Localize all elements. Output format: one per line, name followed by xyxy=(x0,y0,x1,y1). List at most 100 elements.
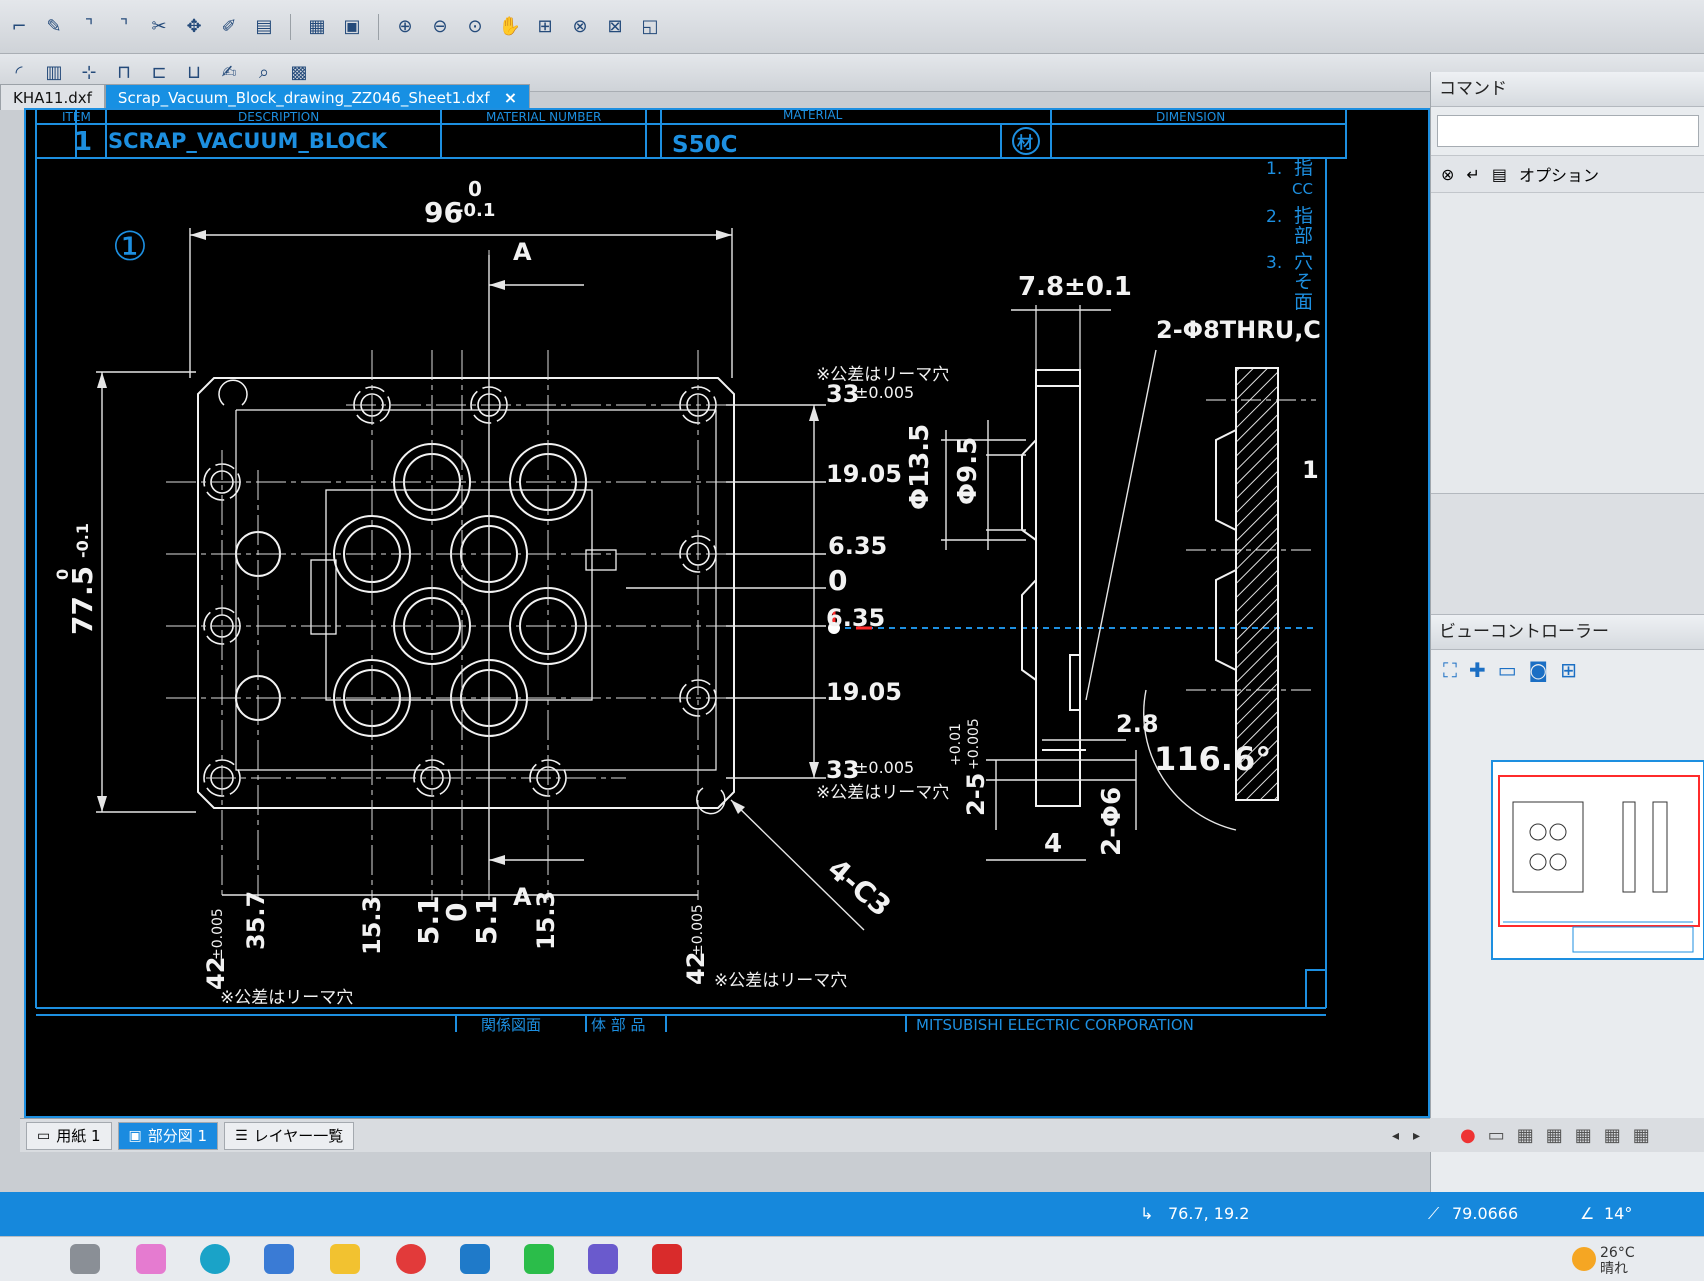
zoom-previous-icon[interactable]: ⊗ xyxy=(572,16,588,37)
command-input[interactable] xyxy=(1437,115,1699,147)
close-icon[interactable]: × xyxy=(503,87,518,107)
edit-tool-icon[interactable]: ✎ xyxy=(46,16,62,37)
save-icon[interactable]: ▥ xyxy=(45,62,63,83)
line-tool-icon[interactable]: ⌐ xyxy=(11,16,27,37)
corner-tool-icon[interactable]: ⌝ xyxy=(84,16,94,37)
command-panel-title: コマンド xyxy=(1431,72,1704,107)
cut-tool-icon[interactable]: ✂ xyxy=(151,16,167,37)
dimension-step-icon[interactable]: ⊏ xyxy=(151,62,167,83)
tab-kha11[interactable]: KHA11.dxf xyxy=(0,84,105,110)
side-view-dimension-texts: 7.8±0.1 Φ13.5 Φ9.5 2-Φ8THRU,C 2.8 116.6°… xyxy=(905,272,1321,859)
screen-icon[interactable]: ▭ xyxy=(1487,1124,1505,1146)
app-icon[interactable] xyxy=(460,1244,490,1274)
layer-stack-icon[interactable]: ▦ xyxy=(1545,1124,1563,1146)
block-tool-icon[interactable]: ▣ xyxy=(343,16,361,37)
wechat-icon[interactable] xyxy=(524,1244,554,1274)
options-button[interactable]: オプション xyxy=(1518,166,1599,185)
text-tool-icon[interactable]: ✍ xyxy=(221,62,237,83)
scroll-left-icon[interactable]: ◂ xyxy=(1391,1127,1399,1144)
store-icon[interactable] xyxy=(264,1244,294,1274)
reamer-note-bottom: ※公差はリーマ穴 xyxy=(816,783,949,803)
file-explorer-icon[interactable] xyxy=(330,1244,360,1274)
dim-33-bottom: 33 xyxy=(826,756,859,784)
dim-2-5: 2-5 xyxy=(962,773,990,816)
move-tool-icon[interactable]: ✥ xyxy=(186,16,202,37)
camera-icon[interactable]: ◙ xyxy=(1528,658,1549,682)
dim-2-6: 2-Φ6 xyxy=(1097,787,1127,856)
dim-4: 4 xyxy=(1044,829,1062,859)
tab-partial-view-1[interactable]: ▣部分図 1 xyxy=(117,1121,219,1150)
dim-42-right-tol-group: ±0.005 xyxy=(690,904,706,956)
brush-tool-icon[interactable]: ✐ xyxy=(221,16,237,37)
view-controller-tools: ⛶ ✚ ▭ ◙ ⊞ xyxy=(1431,650,1704,690)
sheet-icon: ▭ xyxy=(37,1127,51,1144)
enter-icon[interactable]: ↵ xyxy=(1466,164,1480,184)
material-value: S50C xyxy=(672,132,737,158)
scroll-right-icon[interactable]: ▸ xyxy=(1412,1127,1420,1144)
side-width-dim: 7.8±0.1 xyxy=(1018,272,1132,302)
fit-view-icon[interactable]: ⛶ xyxy=(1443,658,1457,682)
layer-stack-icon[interactable]: ▦ xyxy=(1603,1124,1621,1146)
dim-15-3-left-group: 15.3 xyxy=(358,896,386,955)
pan-hand-icon[interactable]: ✋ xyxy=(498,16,522,37)
dimension-chain-icon[interactable]: ⊔ xyxy=(186,62,202,83)
record-icon[interactable]: ● xyxy=(1460,1124,1476,1146)
tab-layer-list[interactable]: ☰ レイヤー一覧 xyxy=(224,1121,355,1150)
view-controller-title: ビューコントローラー xyxy=(1431,615,1704,650)
note-tool-icon[interactable]: ▤ xyxy=(255,16,273,37)
clipboard-icon[interactable]: ▤ xyxy=(1491,164,1507,184)
zoom-fit-icon[interactable]: ⊙ xyxy=(467,16,483,37)
header-description: DESCRIPTION xyxy=(238,110,319,124)
dim-42-left-tol: ±0.005 xyxy=(210,908,226,960)
header-material-number: MATERIAL NUMBER xyxy=(486,110,601,124)
dimension-tool-icon[interactable]: ⊓ xyxy=(116,62,132,83)
search-icon[interactable]: ⌕ xyxy=(258,62,270,83)
tab-sheet-1[interactable]: ▭用紙 1 xyxy=(26,1121,112,1150)
zoom-out-icon[interactable]: ⊖ xyxy=(432,16,448,37)
width-tol-upper: 0 xyxy=(468,177,482,201)
front-view-holes xyxy=(235,443,587,737)
pan-icon[interactable]: ✚ xyxy=(1469,658,1486,682)
view-thumbnail[interactable] xyxy=(1491,760,1704,960)
snap-tool-icon[interactable]: ⊹ xyxy=(81,62,97,83)
wps-office-icon[interactable] xyxy=(396,1244,426,1274)
dimension-arrows xyxy=(97,230,819,865)
length-icon: ⟋ xyxy=(1428,1204,1440,1223)
copilot-icon[interactable] xyxy=(136,1244,166,1274)
thru-note: 2-Φ8THRU,C xyxy=(1156,316,1321,344)
layer-stack-icon[interactable]: ▦ xyxy=(1632,1124,1650,1146)
grid-view-icon[interactable]: ⊞ xyxy=(1560,658,1577,682)
view-icon: ▣ xyxy=(128,1127,142,1144)
drawing-canvas[interactable]: ITEM DESCRIPTION MATERIAL NUMBER MATERIA… xyxy=(24,108,1430,1118)
layer-stack-icon[interactable]: ▦ xyxy=(1574,1124,1592,1146)
zoom-all-icon[interactable]: ⊠ xyxy=(607,16,623,37)
coords-icon: ↳ xyxy=(1140,1204,1154,1223)
dim-42-right-group: 42 xyxy=(682,952,710,985)
layer-icon: ☰ xyxy=(235,1127,248,1144)
taskbar-app-icon[interactable] xyxy=(70,1244,100,1274)
command-toolbar: ⊗ ↵ ▤ オプション xyxy=(1431,155,1704,193)
tab-scrap-vacuum-block[interactable]: Scrap_Vacuum_Block_drawing_ZZ046_Sheet1.… xyxy=(104,84,531,110)
note-1-text: 指 xyxy=(1294,157,1313,179)
cad-app-icon[interactable] xyxy=(588,1244,618,1274)
zoom-in-icon[interactable]: ⊕ xyxy=(397,16,413,37)
dim-15-3-right: 15.3 xyxy=(532,891,560,950)
status-bar: ↳ 76.7, 19.2 ⟋ 79.0666 ∠ 14° xyxy=(0,1192,1704,1236)
dim-zero-bottom: 0 xyxy=(440,903,473,922)
layer-tab-label: レイヤー一覧 xyxy=(253,1126,344,1145)
zoom-window-icon[interactable]: ⊞ xyxy=(537,16,553,37)
weather-widget[interactable]: 26°C 晴れ xyxy=(1600,1245,1635,1277)
arc-tool-icon[interactable]: ◜ xyxy=(15,62,23,83)
frame-tool-icon[interactable]: ▩ xyxy=(290,62,308,83)
edge-browser-icon[interactable] xyxy=(200,1244,230,1274)
layer-tool-icon[interactable]: ▦ xyxy=(308,16,326,37)
trim-tool-icon[interactable]: ⌝ xyxy=(119,16,129,37)
width-tol-lower: -0.1 xyxy=(456,200,495,221)
pdf-reader-icon[interactable] xyxy=(652,1244,682,1274)
window-view-icon[interactable]: ▭ xyxy=(1497,658,1517,682)
part-number-mark: ① xyxy=(112,224,148,270)
cancel-icon[interactable]: ⊗ xyxy=(1441,164,1455,184)
layer-stack-icon[interactable]: ▦ xyxy=(1516,1124,1534,1146)
zoom-extent-icon[interactable]: ◱ xyxy=(641,16,659,37)
note-2-text: 指 xyxy=(1294,205,1313,227)
